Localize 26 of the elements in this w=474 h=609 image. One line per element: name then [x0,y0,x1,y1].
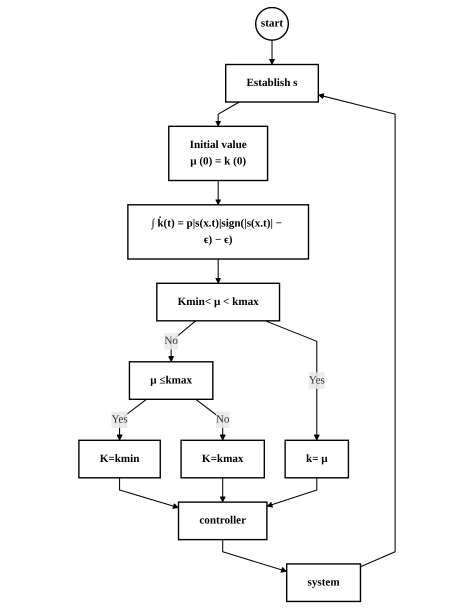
node-box: Initial value μ (0) = k (0) [168,126,268,182]
node-box: k= μ [284,440,350,478]
node-box: K=kmax [180,440,265,478]
arrow [119,478,179,509]
arrow [222,540,287,573]
arrow [220,478,226,502]
arrow [215,180,222,206]
arrow [116,398,147,441]
arrow [215,102,240,127]
edge-label: No [216,414,230,426]
edge-label: Yes [111,414,128,426]
arrow [265,320,320,441]
arrow [215,259,222,284]
arrow [268,40,276,65]
node-circle: start [255,6,290,41]
edge-label: No [164,335,178,347]
node-box: controller [178,501,268,540]
arrow [266,478,318,508]
node-box: Kmin< μ < kmax [156,282,280,322]
arrow [318,93,396,568]
node-box: μ ≤kmax [128,361,214,400]
node-box: ∫ k̇(t) = p|s(x.t)|sign(|s(x.t)| − ϵ) − ϵ) [127,204,310,260]
node-box: Establish s [225,64,320,103]
edge-label: Yes [308,374,325,386]
node-box: K=kmin [78,440,161,478]
node-box: system [286,563,362,602]
